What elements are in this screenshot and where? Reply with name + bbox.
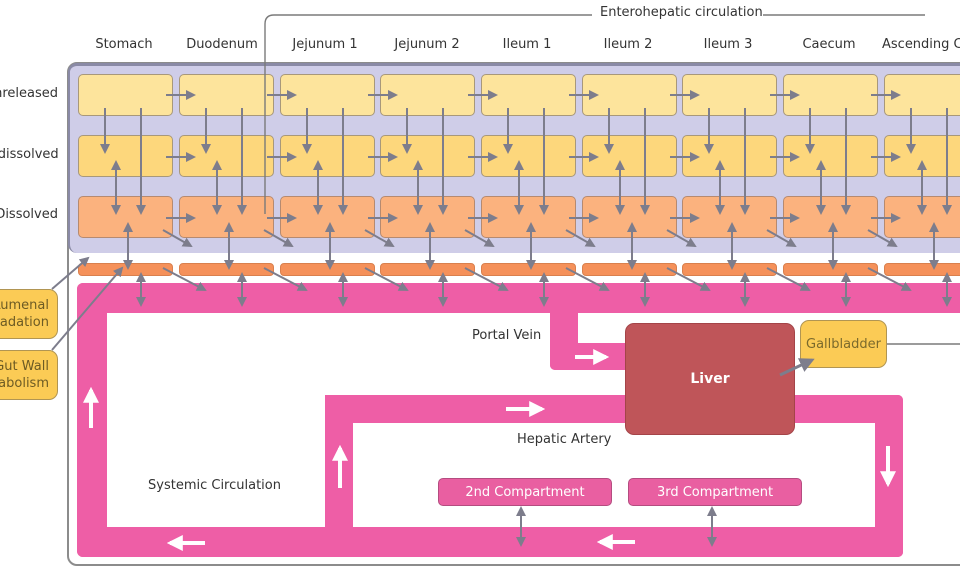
gut-wall-ileum-1[interactable] — [481, 263, 576, 276]
gut-wall-duodenum[interactable] — [179, 263, 274, 276]
cell-caecum-unreleased[interactable] — [783, 74, 878, 116]
gallbladder-label: Gallbladder — [806, 336, 881, 352]
portal-vein-label: Portal Vein — [472, 328, 542, 343]
cell-stomach-dissolved[interactable] — [78, 196, 173, 238]
enterohepatic-label: Enterohepatic circulation — [600, 5, 763, 20]
gut-wall-jejunum-1[interactable] — [280, 263, 375, 276]
gut-wall-line1: Gut Wall — [0, 359, 49, 374]
cell-ileum-2-undissolved[interactable] — [582, 135, 677, 177]
luminal-degradation-line2: Degradation — [0, 315, 49, 330]
col-label-jejunum-2: Jejunum 2 — [394, 37, 460, 52]
third-compartment-box[interactable]: 3rd Compartment — [628, 478, 802, 506]
portal-band-top — [77, 283, 960, 313]
cell-ileum-1-dissolved[interactable] — [481, 196, 576, 238]
cell-caecum-dissolved[interactable] — [783, 196, 878, 238]
cell-jejunum-1-dissolved[interactable] — [280, 196, 375, 238]
col-label-stomach: Stomach — [95, 37, 153, 52]
col-label-ileum-3: Ileum 3 — [703, 37, 753, 52]
col-label-ileum-1: Ileum 1 — [502, 37, 552, 52]
cell-ileum-3-undissolved[interactable] — [682, 135, 777, 177]
cell-duodenum-dissolved[interactable] — [179, 196, 274, 238]
liver-box[interactable]: Liver — [625, 323, 795, 435]
gallbladder-box[interactable]: Gallbladder — [800, 320, 887, 368]
cell-jejunum-1-unreleased[interactable] — [280, 74, 375, 116]
luminal-degradation-line1: Lumenal — [0, 298, 49, 313]
gut-wall-ileum-3[interactable] — [682, 263, 777, 276]
gut-wall-metabolism-box[interactable]: Gut Wall Metabolism — [0, 350, 58, 400]
cell-ascending-colon-dissolved[interactable] — [884, 196, 960, 238]
cell-jejunum-2-unreleased[interactable] — [380, 74, 475, 116]
col-label-ileum-2: Ileum 2 — [603, 37, 653, 52]
systemic-circulation-label: Systemic Circulation — [148, 478, 281, 493]
systemic-band-left — [77, 283, 107, 557]
cell-stomach-unreleased[interactable] — [78, 74, 173, 116]
gut-wall-ileum-2[interactable] — [582, 263, 677, 276]
systemic-band-bottom — [77, 527, 903, 557]
hepatic-artery-label: Hepatic Artery — [517, 432, 612, 447]
hepatic-artery-band-top — [325, 395, 903, 423]
col-label-caecum: Caecum — [802, 37, 856, 52]
gut-wall-ascending-colon[interactable] — [884, 263, 960, 276]
cell-jejunum-2-dissolved[interactable] — [380, 196, 475, 238]
hepatic-artery-band-left — [325, 395, 353, 555]
hepatic-artery-band-right — [875, 395, 903, 557]
cell-jejunum-2-undissolved[interactable] — [380, 135, 475, 177]
gut-wall-line2: Metabolism — [0, 376, 49, 391]
third-compartment-label: 3rd Compartment — [656, 484, 774, 500]
cell-caecum-undissolved[interactable] — [783, 135, 878, 177]
col-label-duodenum: Duodenum — [186, 37, 258, 52]
cell-stomach-undissolved[interactable] — [78, 135, 173, 177]
cell-ileum-1-unreleased[interactable] — [481, 74, 576, 116]
gut-wall-jejunum-2[interactable] — [380, 263, 475, 276]
cell-duodenum-undissolved[interactable] — [179, 135, 274, 177]
row-label-unreleased: Unreleased — [0, 86, 58, 101]
cell-ileum-1-undissolved[interactable] — [481, 135, 576, 177]
col-label-ascending-colon: Ascending Colon — [882, 37, 960, 52]
luminal-degradation-box[interactable]: Lumenal Degradation — [0, 289, 58, 339]
cell-ascending-colon-unreleased[interactable] — [884, 74, 960, 116]
second-compartment-box[interactable]: 2nd Compartment — [438, 478, 612, 506]
cell-ascending-colon-undissolved[interactable] — [884, 135, 960, 177]
row-label-dissolved: Dissolved — [0, 207, 58, 222]
cell-ileum-3-unreleased[interactable] — [682, 74, 777, 116]
cell-jejunum-1-undissolved[interactable] — [280, 135, 375, 177]
liver-label: Liver — [690, 371, 730, 387]
row-label-undissolved: Undissolved — [0, 147, 59, 162]
cell-ileum-3-dissolved[interactable] — [682, 196, 777, 238]
cell-ileum-2-unreleased[interactable] — [582, 74, 677, 116]
col-label-jejunum-1: Jejunum 1 — [292, 37, 358, 52]
gut-wall-stomach[interactable] — [78, 263, 173, 276]
second-compartment-label: 2nd Compartment — [465, 484, 585, 500]
portal-vein-band-horizontal — [550, 343, 630, 370]
gut-wall-caecum[interactable] — [783, 263, 878, 276]
cell-duodenum-unreleased[interactable] — [179, 74, 274, 116]
cell-ileum-2-dissolved[interactable] — [582, 196, 677, 238]
